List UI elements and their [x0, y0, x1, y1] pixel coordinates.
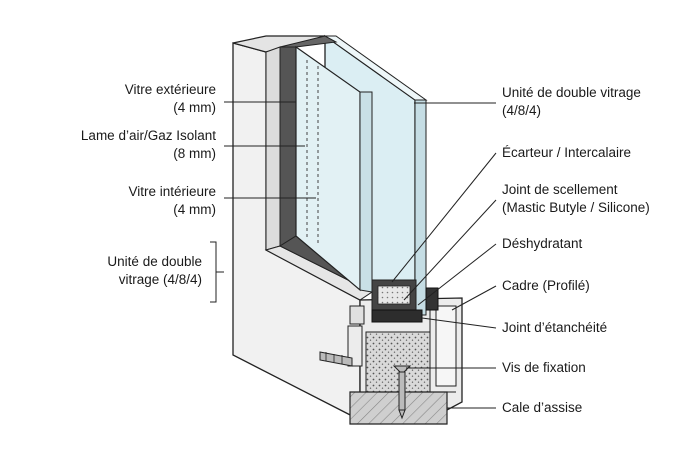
frame-profile	[232, 35, 463, 422]
label-cale-assise: Cale d’assise	[502, 400, 582, 415]
label-cadre: Cadre (Profilé)	[502, 278, 590, 293]
label-unite-left-line2: vitrage (4/8/4)	[119, 272, 202, 287]
label-joint-scellement-material: (Mastic Butyle / Silicone)	[502, 200, 650, 215]
label-vis-fixation: Vis de fixation	[502, 360, 586, 375]
label-unite-left-line1: Unité de double	[107, 254, 202, 269]
right-labels: Unité de double vitrage (4/8/4) Écarteur…	[502, 85, 650, 415]
label-joint-scellement-title: Joint de scellement	[502, 182, 618, 197]
label-unite-right-title: Unité de double vitrage	[502, 85, 641, 100]
double-glazing-unit	[278, 34, 439, 323]
label-ecarteur: Écarteur / Intercalaire	[502, 145, 631, 160]
label-vitre-exterieure-size: (4 mm)	[173, 100, 216, 115]
label-lame-air-title: Lame d’air/Gaz Isolant	[81, 128, 216, 143]
label-unite-right-size: (4/8/4)	[502, 103, 541, 118]
label-vitre-exterieure-title: Vitre extérieure	[125, 82, 216, 97]
label-vitre-interieure-size: (4 mm)	[173, 202, 216, 217]
label-vitre-interieure-title: Vitre intérieure	[128, 184, 216, 199]
leader-lines	[210, 101, 497, 409]
label-joint-etancheite: Joint d’étanchéité	[502, 320, 607, 335]
label-lame-air-size: (8 mm)	[173, 146, 216, 161]
left-labels: Vitre extérieure (4 mm) Lame d’air/Gaz I…	[81, 82, 216, 287]
label-deshydratant: Déshydratant	[502, 236, 583, 251]
